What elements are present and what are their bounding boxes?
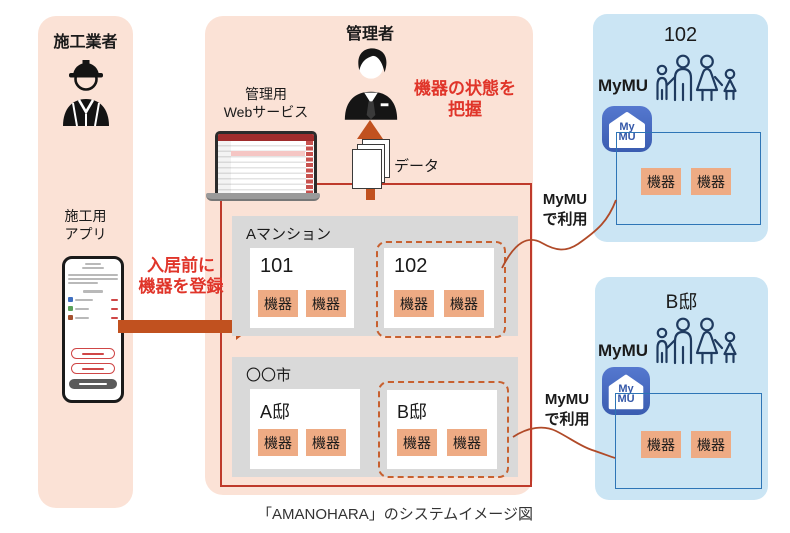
device-chip: 機器 (306, 429, 346, 456)
administrator-title: 管理者 (345, 26, 394, 43)
city-title: 〇〇市 (246, 367, 292, 384)
mymu-app-icon: My MU (602, 106, 652, 152)
resident-102-devices-box: 機器 機器 (616, 132, 761, 225)
data-up-arrowhead (357, 120, 383, 139)
house-b-dashed-outline: B邸 機器 機器 (378, 381, 509, 478)
resident-b-panel: B邸 MyMU My MU 機器 機器 (595, 277, 768, 500)
room-101-label: 101 (260, 255, 294, 277)
room-102: 102 機器 機器 (384, 248, 494, 328)
construction-app-screenshot (62, 256, 124, 403)
mansion-title: Aマンション (246, 226, 332, 243)
device-chip: 機器 (641, 431, 681, 458)
data-label: データ (394, 158, 440, 175)
device-chip: 機器 (258, 290, 298, 317)
device-chip: 機器 (444, 290, 484, 317)
device-chip: 機器 (397, 429, 437, 456)
resident-102-panel: 102 MyMU My MU 機器 機器 (593, 14, 768, 242)
room-102-dashed-outline: 102 機器 機器 (376, 241, 506, 338)
mansion-box: Aマンション 101 機器 機器 102 機器 機器 (232, 216, 518, 338)
room-102-label: 102 (394, 255, 428, 277)
contractor-panel: 施工業者 施工用 アプリ (38, 16, 133, 508)
app-list-icon (68, 297, 73, 302)
laptop-base (206, 193, 320, 201)
house-b: B邸 機器 機器 (387, 390, 497, 469)
worker-icon (56, 52, 116, 126)
document-stack-icon (352, 139, 392, 189)
device-chip: 機器 (394, 290, 434, 317)
mymu-label: MyMU (597, 341, 649, 360)
app-list-icon (68, 315, 73, 320)
mymu-app-icon: My MU (602, 367, 650, 415)
web-service-screenshot (215, 131, 317, 199)
device-chip: 機器 (447, 429, 487, 456)
register-arrow (118, 320, 237, 333)
resident-102-title: 102 (663, 24, 698, 46)
construction-app-label: 施工用 アプリ (64, 208, 107, 242)
device-chip: 機器 (691, 431, 731, 458)
administrator-icon (340, 44, 402, 120)
contractor-title: 施工業者 (53, 34, 118, 51)
web-service-label: 管理用 Webサービス (223, 86, 309, 120)
city-box: 〇〇市 A邸 機器 機器 B邸 機器 機器 (232, 357, 518, 478)
resident-b-devices-box: 機器 機器 (615, 393, 762, 489)
status-note: 機器の状態を 把握 (414, 79, 516, 120)
family-icon (651, 54, 743, 112)
diagram-caption: 「AMANOHARA」のシステムイメージ図 (257, 506, 533, 523)
device-chip: 機器 (306, 290, 346, 317)
house-b-label: B邸 (397, 402, 428, 422)
house-a-label: A邸 (260, 402, 291, 422)
house-a: A邸 機器 機器 (250, 389, 360, 469)
mymu-label: MyMU (597, 76, 649, 95)
resident-b-title: B邸 (665, 292, 698, 313)
device-chip: 機器 (641, 168, 681, 195)
app-list-icon (68, 306, 73, 311)
register-note: 入居前に 機器を登録 (138, 256, 224, 297)
mymu-usage-label-top: MyMU で利用 (542, 191, 588, 228)
family-icon (651, 317, 743, 375)
mymu-usage-label-bottom: MyMU で利用 (544, 391, 590, 428)
device-chip: 機器 (691, 168, 731, 195)
room-101: 101 機器 機器 (250, 248, 354, 328)
device-chip: 機器 (258, 429, 298, 456)
